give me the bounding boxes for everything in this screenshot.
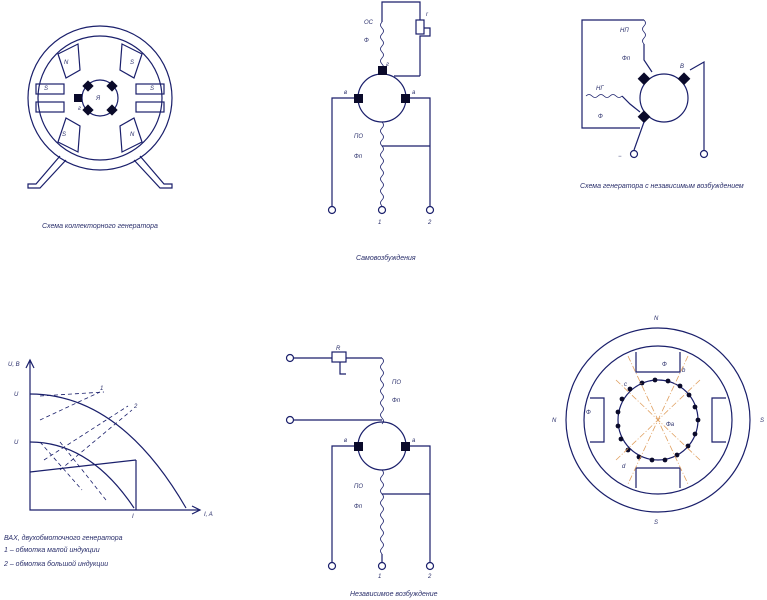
label-b: В <box>680 64 684 70</box>
label-r: r <box>426 12 429 18</box>
label-phi-a: Ф <box>662 362 667 368</box>
label-phi-p: Фп <box>354 154 363 160</box>
label-phi-2: Фп <box>354 504 363 510</box>
legend-curve-2: 2 – обмотка большой индукции <box>3 560 108 568</box>
legend-curve-1: 1 – обмотка малой индукции <box>4 546 100 554</box>
caption-collector-generator: Схема коллекторного генератора <box>42 223 158 230</box>
label-v: в <box>344 90 347 96</box>
pole-label-s1: S <box>130 60 134 66</box>
label-phi-s: Ф <box>364 38 369 44</box>
label-b-rotor: b <box>682 368 686 374</box>
label-a2: a <box>412 438 416 444</box>
label-r2: R <box>336 346 341 352</box>
label-nl: N <box>552 418 557 424</box>
pole-label-s3: S <box>44 86 48 92</box>
pole-label-s4: S <box>150 86 154 92</box>
label-phi-c: Фа <box>666 422 675 428</box>
axis-u-label: U, В <box>8 362 20 368</box>
self-excitation-diagram: OC Ф r г в a ПО Фп 1 2 Самовозбуждения <box>327 1 435 262</box>
rotor-label: Я <box>95 96 101 102</box>
label-phi-top: Фп <box>392 398 401 404</box>
independent-excitation-diagram: НП Фп НГ Ф В − Схема генератора с незави… <box>580 19 744 190</box>
label-po: ПО <box>354 134 363 140</box>
label-oc: OC <box>364 20 374 26</box>
label-c: c <box>624 382 627 388</box>
terminal-2b: 2 <box>427 574 432 580</box>
stator-rotor-diagram: N S N S Ф Ф Фа c b d <box>552 316 764 526</box>
label-nf: НГ <box>596 86 604 92</box>
curve-1-label: 1 <box>100 386 103 392</box>
mixed-excitation-diagram: R ПО Фп в a ПО Фп 1 2 Независимое возбуж… <box>285 346 438 598</box>
u-mid-label: U <box>14 440 19 446</box>
label-ns: N <box>654 316 659 322</box>
caption-mixed-excitation: Независимое возбуждение <box>350 590 438 598</box>
caption-independent-excitation: Схема генератора с независимым возбужден… <box>580 182 744 190</box>
label-po2: ПО <box>354 484 363 490</box>
label-phi-n: Фп <box>622 56 631 62</box>
label-np: НП <box>620 28 629 34</box>
label-d: d <box>622 464 626 470</box>
terminal-1: 1 <box>378 220 381 226</box>
label-po-top: ПО <box>392 380 401 386</box>
label-sl: S <box>760 418 764 424</box>
caption-self-excitation: Самовозбуждения <box>356 254 416 262</box>
terminal-2: 2 <box>427 220 432 226</box>
collector-generator-diagram: N S S N S S Я г Схема коллекторного гене… <box>27 25 173 230</box>
label-a: a <box>412 90 416 96</box>
pole-label-n2: N <box>130 132 135 138</box>
label-minus: − <box>618 154 622 160</box>
label-phi-f: Ф <box>598 114 603 120</box>
pole-label-n1: N <box>64 60 69 66</box>
u-top-label: U <box>14 392 19 398</box>
brush-label: г <box>78 106 81 112</box>
vax-chart: U, В I, A U U I 1 2 ВАХ, двухобмоточного… <box>3 358 213 568</box>
pole-label-s2: S <box>62 132 66 138</box>
i-c-label: I <box>132 514 134 520</box>
axis-i-label: I, A <box>204 512 213 518</box>
caption-vax: ВАХ, двухобмоточного генератора <box>4 534 123 542</box>
terminal-1b: 1 <box>378 574 381 580</box>
label-v2: в <box>344 438 347 444</box>
curve-2-label: 2 <box>133 404 138 410</box>
label-ss: S <box>654 520 658 526</box>
label-phi-b: Ф <box>586 410 591 416</box>
label-g-brush: г <box>386 62 389 68</box>
